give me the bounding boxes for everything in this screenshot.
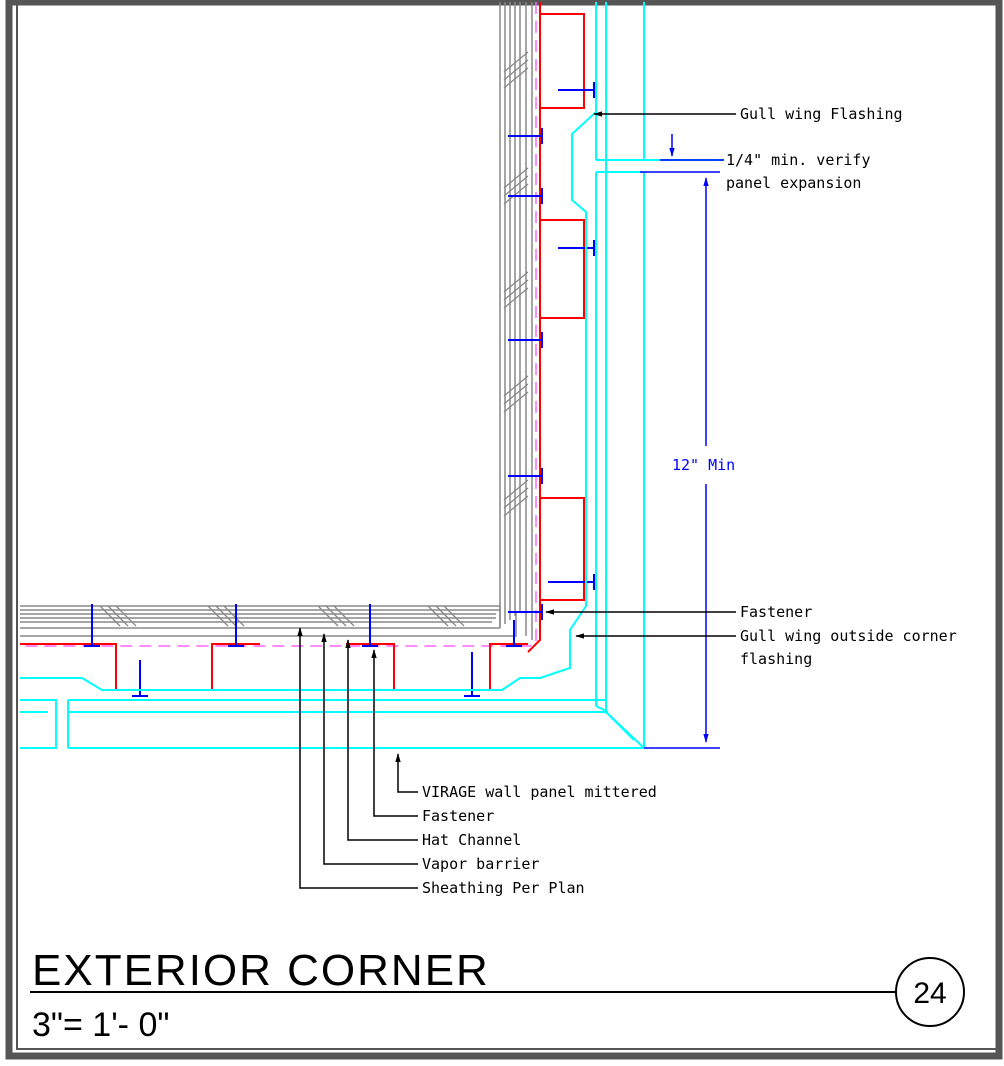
- hat-channel-vertical: [527, 2, 585, 653]
- callout-verify-line1: 1/4" min. verify: [726, 151, 871, 169]
- dimension-label: 12" Min: [672, 456, 735, 474]
- callout-fastener-bottom: Fastener: [422, 807, 494, 825]
- drawing-inner-border: [16, 1, 1000, 1050]
- fasteners: [84, 82, 595, 697]
- callout-corner-flashing-line2: flashing: [740, 650, 812, 668]
- detail-number-bubble: [895, 957, 965, 1027]
- callout-corner-flashing-line1: Gull wing outside corner: [740, 627, 957, 645]
- detail-number: 24: [913, 977, 946, 1010]
- sheathing-vertical-hatch: [503, 51, 529, 517]
- callout-hat-channel: Hat Channel: [422, 831, 521, 849]
- callout-verify-line2: panel expansion: [726, 174, 861, 192]
- callout-virage-panel: VIRAGE wall panel mittered: [422, 783, 657, 801]
- drawing-title: EXTERIOR CORNER: [32, 946, 490, 995]
- sheathing-horizontal: [20, 605, 517, 637]
- callout-vapor-barrier: Vapor barrier: [422, 855, 539, 873]
- callout-gull-wing-flashing: Gull wing Flashing: [740, 105, 903, 123]
- sheathing-vertical: [499, 2, 533, 640]
- callout-sheathing: Sheathing Per Plan: [422, 879, 585, 897]
- callout-fastener-right: Fastener: [740, 603, 812, 621]
- sheathing-horizontal-hatch: [99, 605, 465, 627]
- vapor-barrier-line: [20, 2, 537, 647]
- hat-channel-horizontal: [20, 643, 528, 691]
- drawing-scale: 3"= 1'- 0": [32, 1006, 169, 1044]
- dimension-12in: [640, 134, 724, 749]
- leaders: [297, 111, 736, 889]
